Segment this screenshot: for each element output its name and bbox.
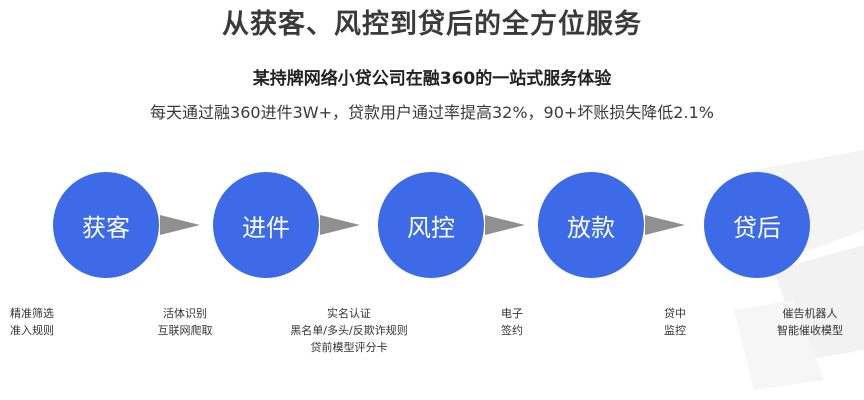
detail-line: 贷中: [664, 307, 686, 320]
process-flow: 获客 进件 风控 放款 贷后: [0, 172, 864, 292]
detail-line: 智能催收模型: [777, 324, 843, 337]
step-application-details: 活体识别 互联网爬取: [115, 305, 255, 339]
detail-line: 精准筛选: [10, 307, 54, 320]
detail-line: 活体识别: [163, 307, 207, 320]
flow-arrow: [160, 215, 200, 235]
page-title: 从获客、风控到贷后的全方位服务: [222, 9, 642, 40]
page-subtitle: 某持牌网络小贷公司在融360的一站式服务体验: [252, 69, 612, 89]
flow-arrow: [485, 215, 525, 235]
step-post-loan-details: 贷中 监控: [605, 305, 745, 339]
step-risk-control-circle: 风控: [378, 172, 484, 278]
step-acquisition-circle: 获客: [53, 172, 159, 278]
flow-arrow: [645, 215, 685, 235]
detail-line: 准入规则: [10, 324, 54, 337]
detail-line: 贷前模型评分卡: [310, 341, 388, 354]
step-loan-circle: 放款: [538, 172, 644, 278]
step-risk-control-details: 实名认证 黑名单/多头/反欺诈规则 贷前模型评分卡: [279, 305, 419, 356]
page-tagline: 每天通过融360进件3W+，贷款用户通过率提高32%，90+坏账损失降低2.1%: [150, 103, 714, 122]
detail-line: 监控: [664, 324, 686, 337]
step-acquisition-details: 精准筛选 准入规则: [0, 305, 102, 339]
collection-details: 催告机器人 智能催收模型: [740, 305, 864, 339]
flow-arrow: [320, 215, 360, 235]
detail-line: 黑名单/多头/反欺诈规则: [290, 324, 408, 337]
detail-line: 实名认证: [327, 307, 371, 320]
detail-line: 签约: [501, 324, 523, 337]
step-loan-details: 电子 签约: [442, 305, 582, 339]
detail-line: 催告机器人: [782, 307, 838, 320]
step-application-circle: 进件: [213, 172, 319, 278]
step-post-loan-circle: 贷后: [704, 172, 810, 278]
detail-line: 互联网爬取: [157, 324, 213, 337]
detail-line: 电子: [501, 307, 523, 320]
